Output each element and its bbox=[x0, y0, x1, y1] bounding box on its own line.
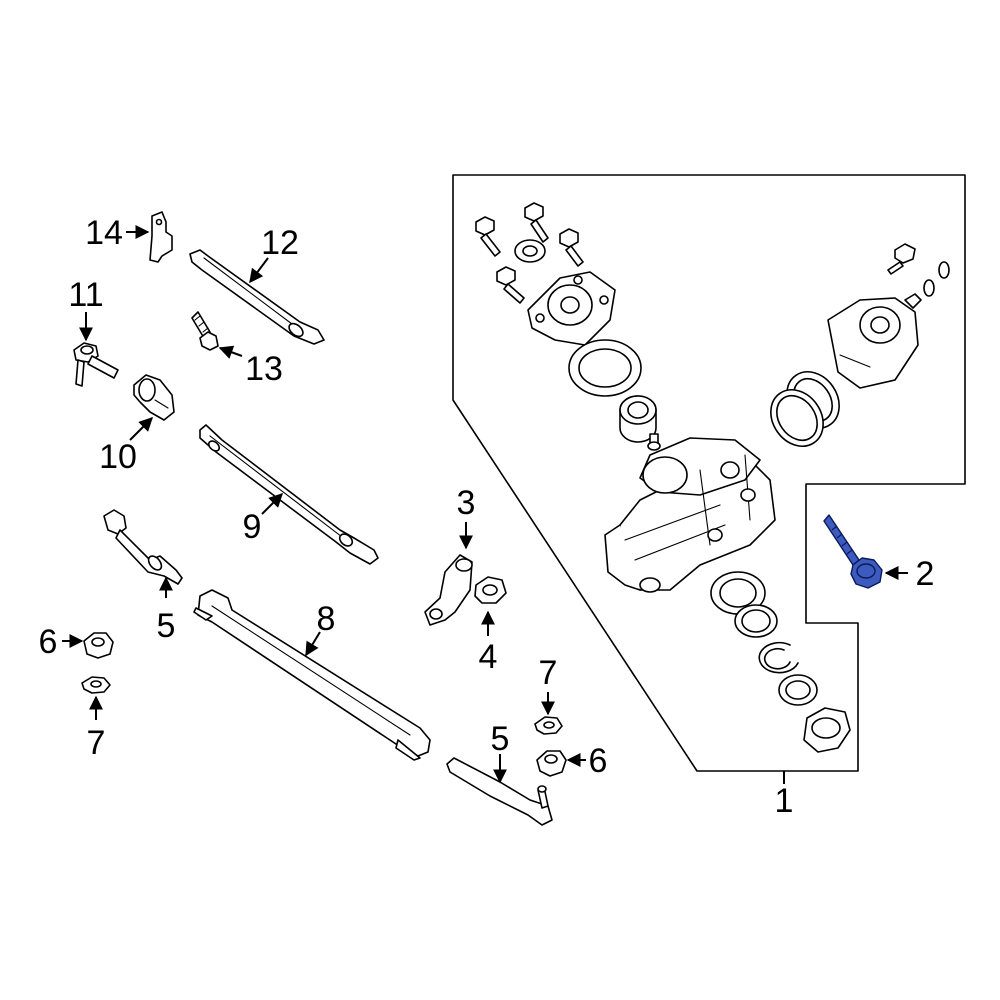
highlighted-bolt[interactable] bbox=[823, 514, 883, 589]
callout-1: 1 bbox=[775, 782, 794, 820]
mounting-bracket[interactable] bbox=[149, 211, 173, 263]
assembly-frame bbox=[452, 174, 966, 772]
o-ring[interactable] bbox=[938, 261, 950, 279]
damper-end-stud[interactable] bbox=[73, 342, 119, 387]
adjuster-nut[interactable] bbox=[803, 707, 851, 753]
callout-3: 3 bbox=[457, 484, 476, 522]
callout-7b: 7 bbox=[539, 654, 558, 692]
gear-box-assembly-group: 1 bbox=[452, 174, 966, 820]
callout-6b: 6 bbox=[589, 742, 608, 780]
leader-10 bbox=[129, 417, 153, 441]
o-ring[interactable] bbox=[923, 279, 935, 297]
drag-link[interactable] bbox=[193, 589, 431, 761]
leader-8 bbox=[305, 631, 321, 657]
mounting-stud[interactable] bbox=[191, 311, 219, 351]
gear-housing[interactable] bbox=[604, 433, 776, 593]
retaining-ring[interactable] bbox=[758, 641, 799, 674]
leader-9 bbox=[261, 493, 283, 515]
seal-ring[interactable] bbox=[760, 380, 834, 457]
callout-14: 14 bbox=[85, 214, 123, 252]
seal-ring[interactable] bbox=[710, 571, 766, 615]
flange-nut[interactable] bbox=[536, 750, 567, 777]
valve-bolt[interactable] bbox=[887, 243, 916, 275]
callout-4: 4 bbox=[479, 638, 498, 676]
jam-nut[interactable] bbox=[534, 716, 563, 735]
damper-bushing[interactable] bbox=[133, 374, 175, 421]
washer[interactable] bbox=[514, 239, 546, 263]
jam-nut[interactable] bbox=[81, 676, 111, 694]
callout-7a: 7 bbox=[87, 724, 106, 762]
leader-12 bbox=[249, 257, 269, 284]
tie-rod-end[interactable] bbox=[446, 757, 553, 826]
steering-damper[interactable] bbox=[199, 424, 379, 565]
callout-5a: 5 bbox=[157, 607, 176, 645]
callout-6a: 6 bbox=[39, 623, 58, 661]
callout-5b: 5 bbox=[491, 720, 510, 758]
callout-13: 13 bbox=[245, 350, 283, 388]
tie-rod-end[interactable] bbox=[103, 509, 183, 585]
stabilizer-rod[interactable] bbox=[189, 249, 325, 345]
pitman-arm[interactable] bbox=[424, 554, 473, 626]
seal-ring[interactable] bbox=[568, 339, 642, 397]
callout-11: 11 bbox=[68, 276, 103, 314]
cover-bolt[interactable] bbox=[524, 202, 549, 243]
callout-9: 9 bbox=[243, 508, 262, 546]
seal-ring[interactable] bbox=[778, 674, 818, 706]
callout-10: 10 bbox=[99, 438, 137, 476]
cover-bolt[interactable] bbox=[496, 266, 525, 304]
cover-bolt[interactable] bbox=[475, 216, 501, 257]
control-valve-housing[interactable] bbox=[827, 293, 922, 389]
upper-cover[interactable] bbox=[527, 271, 616, 346]
cover-bolt[interactable] bbox=[559, 228, 584, 267]
pitman-nut[interactable] bbox=[474, 576, 507, 604]
seal-ring[interactable] bbox=[734, 604, 778, 638]
callout-12: 12 bbox=[261, 224, 299, 262]
callout-2: 2 bbox=[916, 555, 935, 593]
leader-13 bbox=[218, 345, 243, 359]
flange-nut[interactable] bbox=[83, 632, 114, 659]
bearing-cup[interactable] bbox=[619, 395, 657, 443]
callout-8: 8 bbox=[317, 600, 336, 638]
